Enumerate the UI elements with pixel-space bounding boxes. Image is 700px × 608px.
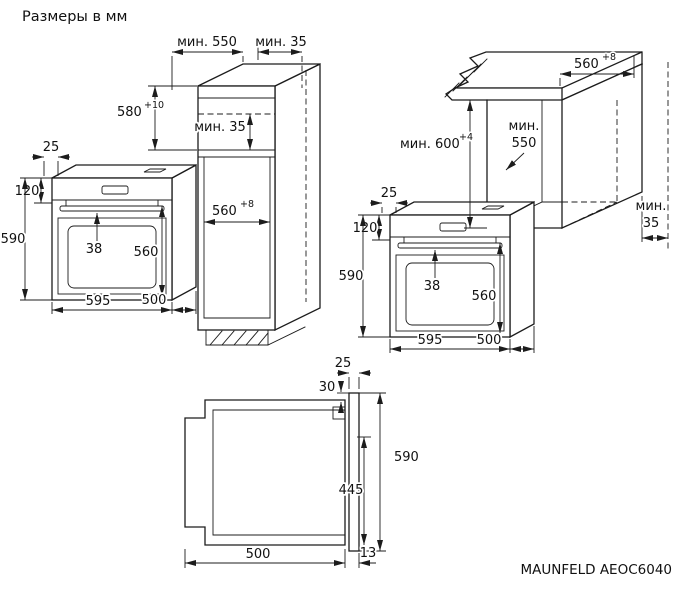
- dim-side-height: 590: [359, 392, 421, 552]
- dim-oven-left-panel-height: 120: [13, 178, 52, 204]
- dim-oven-right-panel-height: 120: [351, 215, 390, 241]
- dim-tall-cabinet-rear-gap: мин. 35: [253, 33, 309, 88]
- oven-door-glass: [405, 262, 495, 326]
- label-bc-niche-height: мин. 600: [400, 137, 460, 152]
- dim-oven-right-body-height: 560: [470, 243, 503, 333]
- label-bc-niche-width: 560: [574, 57, 599, 72]
- dim-tall-cabinet-niche-width: 560 +8: [204, 198, 270, 225]
- dim-tall-cabinet-depth: мин. 550: [171, 33, 244, 90]
- label-oven-width: 595: [86, 294, 111, 309]
- oven-front-face: [51, 177, 173, 301]
- dim-oven-left-front-offset: 25: [32, 138, 70, 176]
- label-tc-niche-width-tol: +8: [240, 199, 254, 210]
- label-sv-bottom-gap: 13: [360, 546, 377, 561]
- label-sv-mount-height: 445: [339, 483, 364, 498]
- oven-body-profile: [184, 399, 346, 546]
- label-sv-top-offset: 30: [319, 380, 336, 395]
- label-oven-handle: 38: [86, 242, 103, 257]
- label-oven-front-offset: 25: [43, 140, 60, 155]
- tall-cabinet-front-face: [197, 85, 276, 331]
- oven-door: [395, 254, 505, 332]
- dim-side-mount-height: 445: [337, 436, 371, 545]
- dim-base-cabinet-rear-gap: мин. 35: [634, 196, 668, 242]
- label-oven-panel-height: 120: [353, 221, 378, 236]
- oven-right-drawing: [389, 200, 535, 339]
- dim-oven-right-height: 590: [337, 214, 390, 338]
- oven-front-face: [389, 214, 511, 338]
- dim-side-body-depth: 500: [184, 545, 346, 568]
- dim-oven-right-handle: 38: [422, 250, 442, 296]
- label-oven-height: 590: [339, 269, 364, 284]
- label-oven-panel-height: 120: [15, 184, 40, 199]
- dim-base-cabinet-niche-width: 560 +8: [559, 51, 635, 86]
- label-bc-depth-line1: мин.: [509, 119, 540, 134]
- label-bc-rear-gap-line2: 35: [643, 216, 660, 231]
- dim-side-top-offset: 30: [317, 378, 349, 413]
- label-oven-body-depth: 500: [142, 293, 167, 308]
- label-bc-niche-height-tol: +4: [459, 132, 473, 143]
- dim-oven-left-body-height: 560: [132, 206, 165, 296]
- tall-cabinet-drawing: [197, 62, 321, 346]
- page-title: Размеры в мм: [22, 9, 128, 25]
- oven-left-drawing: [51, 163, 197, 302]
- worktop-front-face: [444, 87, 563, 101]
- label-oven-body-height: 560: [472, 289, 497, 304]
- oven-top-face: [51, 164, 197, 179]
- cabinet-side-panel: [561, 62, 643, 230]
- dim-side-bottom-gap: 13: [358, 544, 378, 568]
- label-oven-body-depth: 500: [477, 333, 502, 348]
- label-oven-height: 590: [1, 232, 26, 247]
- dim-oven-right-front-offset: 25: [370, 184, 408, 213]
- label-oven-front-offset: 25: [381, 186, 398, 201]
- label-tc-niche-width: 560: [212, 204, 237, 219]
- label-bc-niche-width-tol: +8: [602, 52, 616, 63]
- dim-oven-left-handle: 38: [84, 213, 104, 259]
- oven-top-face: [389, 201, 535, 216]
- tall-cabinet-plinth: [205, 326, 306, 346]
- label-tc-niche-height: 580: [117, 105, 142, 120]
- oven-display: [439, 222, 467, 232]
- dim-tall-cabinet-niche-height: 580 +10: [115, 85, 197, 151]
- dim-oven-left-body-depth: 500: [140, 291, 197, 314]
- label-bc-depth-line2: 550: [512, 136, 537, 151]
- oven-display: [101, 185, 129, 195]
- label-sv-height: 590: [394, 450, 419, 465]
- oven-top-vent: [481, 205, 505, 210]
- worktop-cut-hatching: [444, 58, 488, 98]
- model-label: MAUNFELD AEOC6040: [520, 562, 672, 578]
- label-tc-vent-gap: мин. 35: [194, 120, 246, 135]
- tall-cabinet-side-face: [274, 62, 321, 332]
- dim-tall-cabinet-vent-gap: мин. 35: [192, 114, 253, 150]
- label-oven-handle: 38: [424, 279, 441, 294]
- dim-base-cabinet-depth: мин. 550: [505, 117, 541, 171]
- label-bc-rear-gap-line1: мин.: [636, 199, 667, 214]
- label-oven-body-height: 560: [134, 245, 159, 260]
- label-oven-width: 595: [418, 333, 443, 348]
- oven-door-glass: [67, 225, 157, 289]
- dim-oven-right-width: 595: [389, 331, 511, 353]
- dim-oven-right-body-depth: 500: [475, 326, 535, 353]
- side-view-drawing: [184, 392, 360, 552]
- label-sv-door-offset: 25: [335, 356, 352, 371]
- oven-side-face: [509, 200, 535, 339]
- dim-base-cabinet-niche-height: мин. 600 +4: [398, 100, 487, 229]
- oven-door: [57, 217, 167, 295]
- oven-top-vent: [143, 168, 167, 173]
- label-tc-rear-gap: мин. 35: [255, 35, 307, 50]
- oven-side-face: [171, 163, 197, 302]
- label-tc-depth: мин. 550: [177, 35, 237, 50]
- oven-door-profile: [348, 392, 360, 552]
- label-tc-niche-height-tol: +10: [144, 100, 164, 111]
- label-sv-body-depth: 500: [246, 547, 271, 562]
- dim-oven-left-height: 590: [0, 177, 52, 301]
- dim-side-door-offset: 25: [333, 354, 371, 389]
